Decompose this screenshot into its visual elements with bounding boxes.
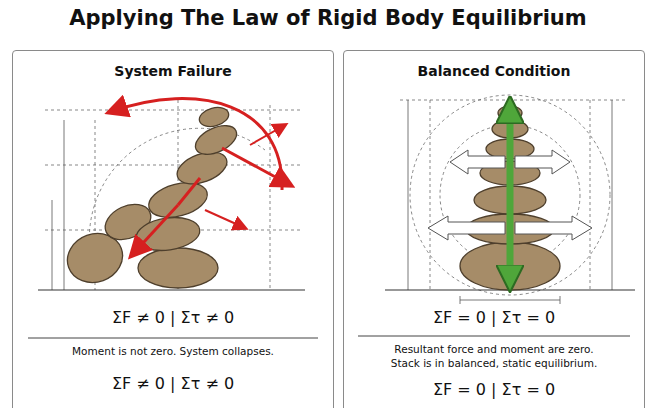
guide-circle [410, 95, 610, 295]
ground-line [38, 289, 305, 290]
force-arrow [222, 148, 290, 185]
dimension-lines [52, 120, 64, 290]
dimension-line [460, 300, 560, 301]
dimension-line [460, 296, 461, 304]
guide-line [45, 110, 300, 111]
force-arrow [250, 125, 285, 145]
force-arrow [450, 150, 505, 174]
force-arrow [515, 216, 592, 240]
guide-line [400, 100, 625, 101]
separator-line [28, 338, 318, 339]
rock [138, 248, 218, 288]
equation: ΣF ≠ 0 | Στ ≠ 0 [23, 308, 323, 327]
rock [197, 104, 231, 129]
guide-line [430, 100, 431, 290]
dimension-line [612, 100, 613, 290]
rock [134, 214, 202, 255]
force-arrow [132, 205, 178, 255]
equation: ΣF = 0 | Στ = 0 [354, 380, 634, 399]
note-text: Moment is not zero. System collapses. [23, 344, 323, 358]
resultant-arrow [507, 195, 514, 282]
guide-line [590, 100, 591, 290]
dimension-line [560, 296, 561, 304]
panel-box: System Failure ΣF ≠ 0 | Στ ≠ 0 Moment is n… [12, 50, 334, 408]
panel-heading: System Failure [23, 63, 323, 79]
panel-heading: Balanced Condition [354, 63, 634, 79]
page-title: Applying The Law of Rigid Body Equilibri… [0, 6, 656, 30]
equation: ΣF = 0 | Στ = 0 [354, 308, 634, 327]
force-arrow [515, 150, 570, 174]
force-arrow [205, 210, 245, 228]
moment-arrow [110, 99, 282, 190]
rock-stack [60, 104, 241, 290]
resultant-arrow [507, 106, 514, 195]
separator-line [358, 336, 630, 337]
panel-box: Balanced Condition ΣF = 0 | Στ = 0 Resulta… [343, 50, 645, 408]
force-arrow [428, 216, 505, 240]
rock [145, 177, 211, 223]
force-arrow [178, 178, 200, 205]
dimension-line [408, 100, 409, 290]
note-text: Resultant force and moment are zero. Sta… [379, 342, 609, 370]
construction-lines [400, 95, 625, 295]
guide-line [45, 165, 300, 166]
dimension-lines [408, 100, 612, 304]
equation: ΣF ≠ 0 | Στ ≠ 0 [23, 374, 323, 393]
rock-stack [460, 106, 560, 290]
dimension-line [64, 120, 65, 290]
dimension-line [52, 200, 53, 290]
force-arrows [110, 99, 290, 255]
